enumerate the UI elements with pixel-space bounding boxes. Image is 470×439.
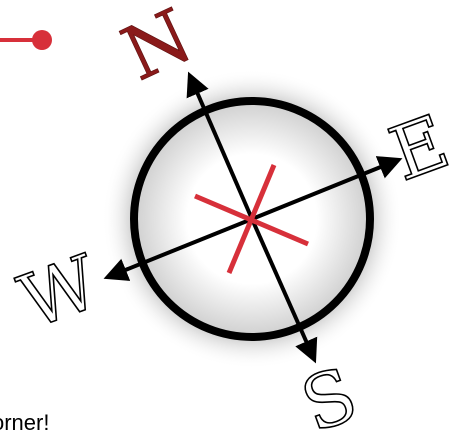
caption-text: orner! — [0, 407, 49, 439]
pointer-dot — [32, 30, 52, 50]
south-label: S — [291, 351, 368, 439]
west-label: W — [9, 239, 110, 346]
